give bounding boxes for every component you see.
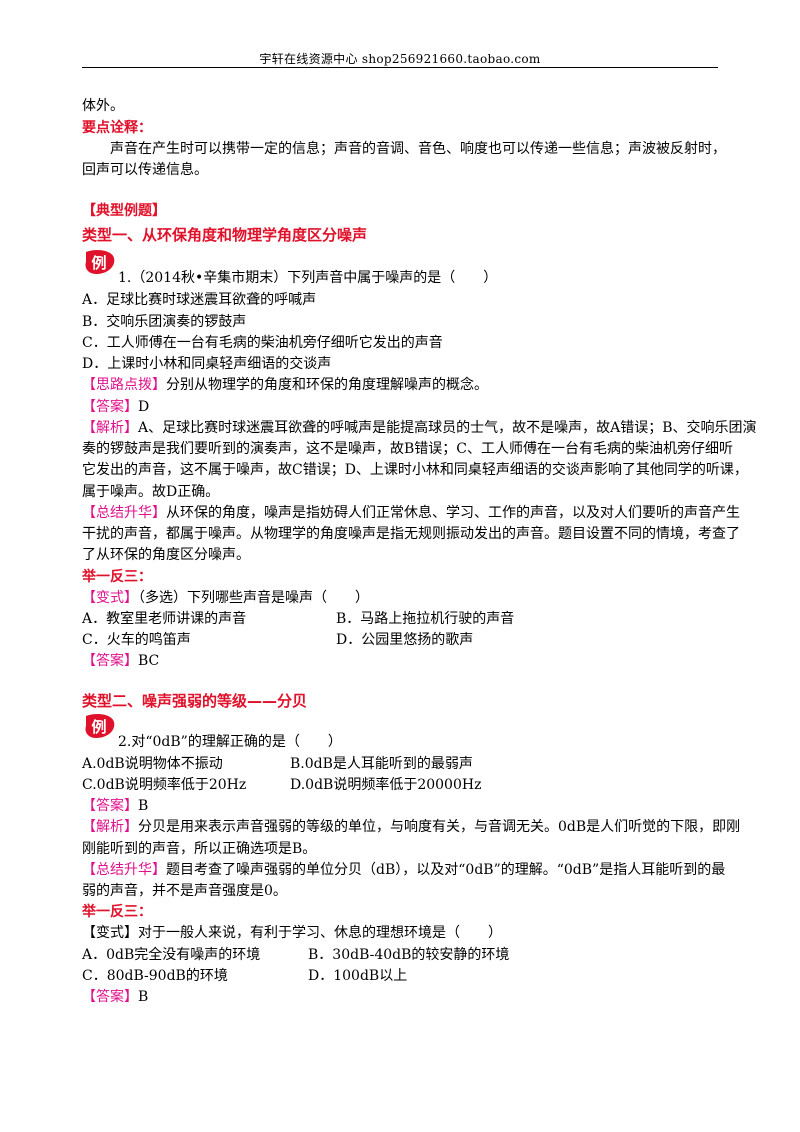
practice-label: 举一反三： — [82, 904, 152, 920]
variant-option-a: A．0dB完全没有噪声的环境 — [82, 947, 261, 963]
summary-line: 【总结升华】从环保的角度，噪声是指妨碍人们正常休息、学习、工作的声音，以及对人们… — [82, 505, 740, 521]
variant-answer-line: 【答案】BC — [82, 653, 160, 669]
summary-line: 【总结升华】题目考查了噪声强弱的单位分贝（dB），以及对“0dB”的理解。“0d… — [82, 862, 726, 878]
analysis-line: 【解析】分贝是用来表示声音强弱的等级的单位，与响度有关，与音调无关。0dB是人们… — [82, 819, 741, 835]
variant-question: 【变式】（多选）下列哪些声音是噪声（ ） — [82, 590, 369, 606]
variant-question: 【变式】对于一般人来说，有利于学习、休息的理想环境是（ ） — [82, 925, 502, 941]
summary-line: 弱的声音，并不是声音强度是0。 — [82, 883, 287, 899]
option-d: D.0dB说明频率低于20000Hz — [290, 777, 482, 793]
practice-label: 举一反三： — [82, 569, 152, 585]
variant-option-d: D．100dB以上 — [308, 968, 408, 984]
variant-option-b: B．30dB-40dB的较安静的环境 — [308, 947, 510, 963]
text-line: 体外。 — [82, 98, 124, 114]
option-d: D．上课时小林和同桌轻声细语的交谈声 — [82, 356, 332, 372]
svg-text:例: 例 — [91, 718, 106, 736]
page-header: 宇轩在线资源中心 shop256921660.taobao.com — [259, 52, 541, 66]
example-badge-icon: 例 — [85, 250, 115, 274]
hint-line: 【思路点拨】分别从物理学的角度和环保的角度理解噪声的概念。 — [82, 377, 488, 393]
option-b: B．交响乐团演奏的锣鼓声 — [82, 314, 247, 330]
option-a: A．足球比赛时球迷震耳欲聋的呼喊声 — [82, 292, 317, 308]
analysis-line: 奏的锣鼓声是我们要听到的演奏声，这不是噪声，故B错误；C、工人师傅在一台有毛病的… — [82, 441, 733, 457]
example-badge-icon: 例 — [85, 714, 115, 738]
option-c: C.0dB说明频率低于20Hz — [82, 777, 247, 793]
variant-option-c: C．火车的鸣笛声 — [82, 632, 191, 648]
type1-title: 类型一、从环保角度和物理学角度区分噪声 — [82, 226, 368, 244]
answer-line: 【答案】D — [82, 399, 150, 415]
analysis-line: 它发出的声音，这不属于噪声，故C错误；D、上课时小林和同桌轻声细语的交谈声影响了… — [82, 462, 748, 478]
option-c: C．工人师傅在一台有毛病的柴油机旁仔细听它发出的声音 — [82, 335, 443, 351]
variant-option-c: C．80dB-90dB的环境 — [82, 968, 228, 984]
section-title: 【典型例题】 — [82, 203, 166, 219]
key-points-paragraph: 回声可以传递信息。 — [82, 162, 208, 178]
svg-text:例: 例 — [91, 254, 106, 272]
header-rule — [82, 67, 718, 68]
type2-title: 类型二、噪声强弱的等级——分贝 — [82, 692, 308, 710]
key-points-paragraph: 声音在产生时可以携带一定的信息；声音的音调、音色、响度也可以传递一些信息；声波被… — [110, 141, 726, 157]
analysis-line: 属于噪声。故D正确。 — [82, 484, 220, 500]
variant-option-b: B．马路上拖拉机行驶的声音 — [336, 611, 515, 627]
answer-line: 【答案】B — [82, 798, 149, 814]
option-b: B.0dB是人耳能听到的最弱声 — [290, 756, 473, 772]
summary-line: 了从环保的角度区分噪声。 — [82, 547, 250, 563]
analysis-line: 刚能听到的声音，所以正确选项是B。 — [82, 841, 317, 857]
question-1: 1.（2014秋•辛集市期末）下列声音中属于噪声的是（ ） — [118, 270, 498, 286]
variant-answer-line: 【答案】B — [82, 989, 149, 1005]
option-a: A.0dB说明物体不振动 — [82, 756, 223, 772]
summary-line: 干扰的声音，都属于噪声。从物理学的角度噪声是指无规则振动发出的声音。题目设置不同… — [82, 526, 740, 542]
variant-option-a: A．教室里老师讲课的声音 — [82, 611, 247, 627]
key-points-label: 要点诠释： — [82, 120, 152, 136]
question-2: 2.对“0dB”的理解正确的是（ ） — [118, 734, 342, 750]
analysis-line: 【解析】A、足球比赛时球迷震耳欲聋的呼喊声是能提高球员的士气，故不是噪声，故A错… — [82, 420, 757, 436]
variant-option-d: D．公园里悠扬的歌声 — [336, 632, 474, 648]
